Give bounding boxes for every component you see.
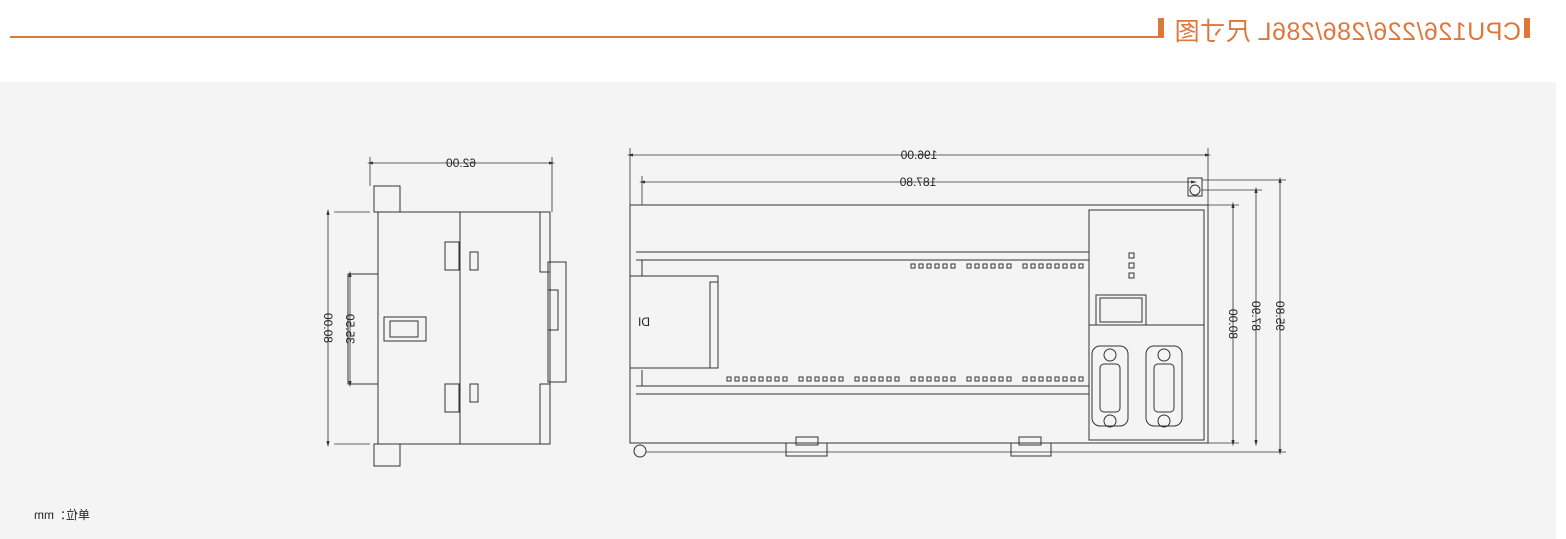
terminal-led <box>926 263 932 269</box>
terminal-led <box>878 376 884 382</box>
terminal-led <box>774 376 780 382</box>
terminal-led <box>1006 376 1012 382</box>
terminal-led <box>918 263 924 269</box>
side-view <box>347 185 567 467</box>
terminal-led <box>1054 263 1060 269</box>
terminal-led <box>1046 376 1052 382</box>
terminal-led <box>1078 376 1084 382</box>
terminal-led <box>998 263 1004 269</box>
port-di-label: DI <box>638 315 650 329</box>
dim-35-5: 35.50 <box>343 314 357 344</box>
terminal-led <box>1022 263 1028 269</box>
terminal-led <box>766 376 772 382</box>
terminal-led <box>974 376 980 382</box>
terminal-led <box>966 376 972 382</box>
terminal-led <box>830 376 836 382</box>
terminal-led <box>814 376 820 382</box>
terminal-led <box>838 376 844 382</box>
terminal-led <box>758 376 764 382</box>
terminal-led <box>998 376 1004 382</box>
terminal-led <box>742 376 748 382</box>
terminal-led <box>950 263 956 269</box>
terminal-led <box>854 376 860 382</box>
terminal-led <box>1062 263 1068 269</box>
terminal-led <box>982 376 988 382</box>
terminal-led <box>734 376 740 382</box>
terminal-led <box>942 376 948 382</box>
terminal-led <box>862 376 868 382</box>
terminal-led <box>798 376 804 382</box>
terminal-led <box>950 376 956 382</box>
terminal-led <box>822 376 828 382</box>
terminal-led <box>918 376 924 382</box>
terminal-led <box>1030 376 1036 382</box>
terminal-led <box>1070 263 1076 269</box>
terminal-led <box>886 376 892 382</box>
terminal-led <box>870 376 876 382</box>
terminal-led <box>1078 263 1084 269</box>
terminal-led <box>806 376 812 382</box>
terminal-led <box>1030 263 1036 269</box>
terminal-led <box>1022 376 1028 382</box>
terminal-led <box>990 376 996 382</box>
terminal-led <box>894 376 900 382</box>
dim-80-side: 80.00 <box>321 313 335 343</box>
terminal-led <box>910 376 916 382</box>
terminal-led <box>942 263 948 269</box>
terminal-led <box>1070 376 1076 382</box>
terminal-led <box>966 263 972 269</box>
terminal-led <box>1054 376 1060 382</box>
terminal-led <box>934 263 940 269</box>
terminal-led <box>910 263 916 269</box>
terminal-led <box>1006 263 1012 269</box>
terminal-led <box>1046 263 1052 269</box>
dim-196: 196.00 <box>900 148 937 162</box>
terminal-led <box>926 376 932 382</box>
terminal-led <box>990 263 996 269</box>
dim-187-8: 187.80 <box>899 175 936 189</box>
terminal-led <box>782 376 788 382</box>
terminal-led <box>726 376 732 382</box>
terminal-led <box>1038 263 1044 269</box>
dim-80-front: 80.00 <box>1226 309 1240 339</box>
terminal-led <box>1062 376 1068 382</box>
dim-95-8: 95.80 <box>1273 301 1287 331</box>
dim-62: 62.00 <box>446 156 476 170</box>
side-dimensions <box>326 157 556 448</box>
terminal-led <box>750 376 756 382</box>
serial-port-2 <box>1091 345 1129 428</box>
terminal-led <box>974 263 980 269</box>
terminal-led <box>1038 376 1044 382</box>
serial-port-1 <box>1145 345 1183 428</box>
terminal-led <box>934 376 940 382</box>
front-view <box>629 177 1209 458</box>
front-dimensions <box>626 148 1286 456</box>
unit-note: 单位：mm <box>34 508 90 522</box>
terminal-led <box>982 263 988 269</box>
terminal-indicators <box>726 263 1084 382</box>
dim-87-9: 87.90 <box>1249 301 1263 331</box>
